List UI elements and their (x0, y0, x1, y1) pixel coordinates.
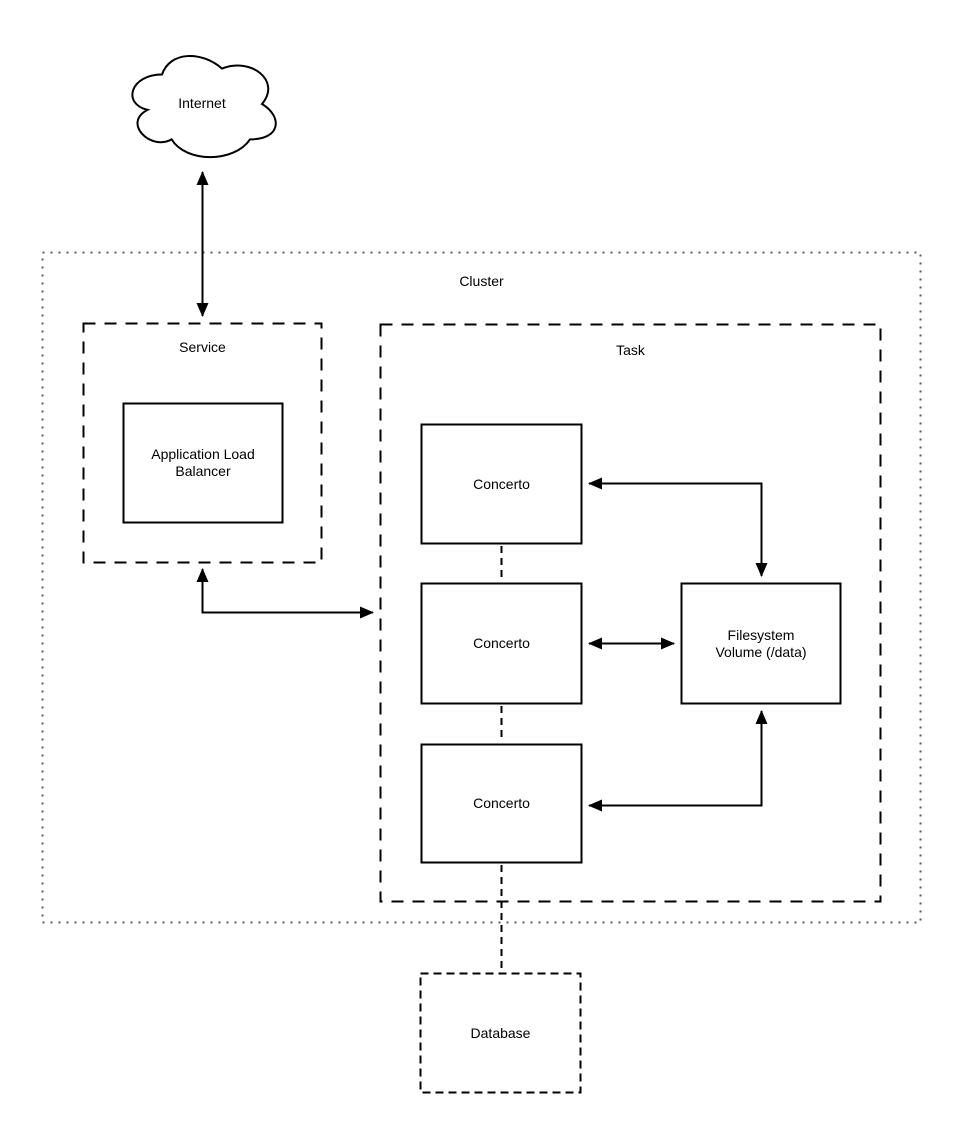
database-box (419, 972, 582, 1094)
concerto-1-box (420, 423, 583, 545)
concerto-3-box (420, 743, 583, 864)
concerto1-filesystem-arrow (588, 477, 768, 577)
concerto3-filesystem-arrow (588, 710, 768, 812)
filesystem-box (680, 582, 842, 705)
task-boundary (379, 323, 882, 903)
concerto-2-box (420, 582, 583, 705)
alb-box (122, 402, 284, 524)
internet-cloud-shape (131, 55, 277, 158)
service-task-arrow (196, 568, 374, 619)
service-boundary (82, 322, 323, 564)
cluster-boundary (41, 251, 922, 924)
